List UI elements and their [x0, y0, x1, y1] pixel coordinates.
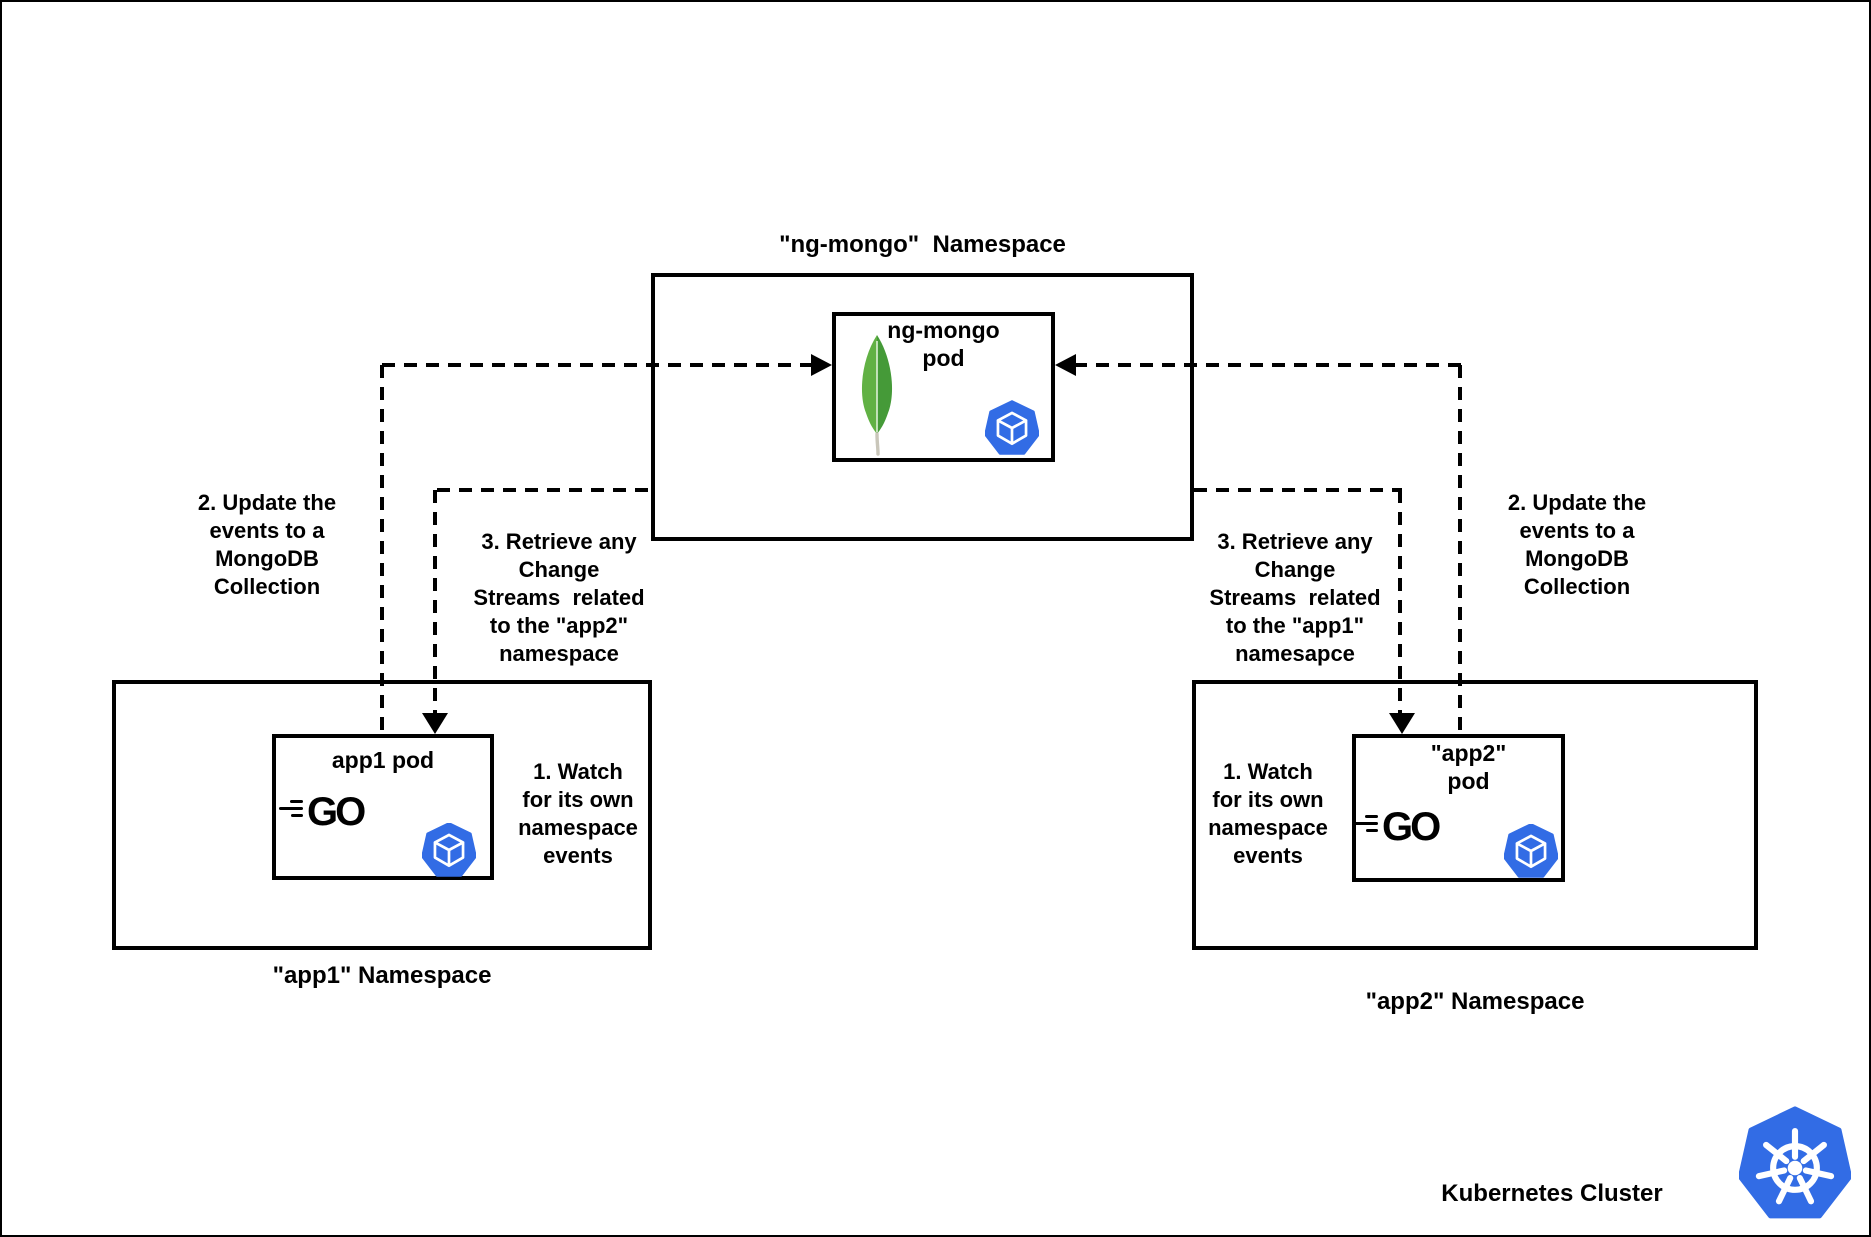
kubernetes-pod-icon [985, 400, 1039, 455]
left-update-connector-horizontal [382, 363, 812, 367]
go-logo-icon-app1: GO [279, 790, 366, 835]
app1-pod-label: app1 pod [272, 746, 494, 774]
right-update-connector-horizontal [1074, 363, 1462, 367]
go-logo-icon-app2: GO [1354, 805, 1441, 850]
kubernetes-logo-icon [1739, 1106, 1851, 1219]
app2-pod-label-line1: "app2" [1430, 740, 1507, 766]
annotation-left-update: 2. Update the events to a MongoDB Collec… [197, 490, 337, 599]
app1-pod-label-line: app1 pod [331, 747, 435, 773]
annotation-right-retrieve: 3. Retrieve any Change Streams related t… [1209, 529, 1381, 666]
ng-mongo-namespace-box [651, 273, 1194, 541]
right-update-connector-vertical [1458, 365, 1462, 734]
kubernetes-pod-icon-app1 [422, 823, 476, 877]
app2-namespace-box [1192, 680, 1758, 950]
kubernetes-pod-icon-app2 [1504, 824, 1558, 878]
arrowhead-into-app2-pod [1389, 713, 1415, 734]
go-logo-text: GO [1382, 805, 1441, 849]
left-retrieve-connector-vertical [433, 490, 437, 714]
app2-namespace-label: "app2" Namespace [1365, 988, 1585, 1015]
left-retrieve-connector-horizontal [437, 488, 651, 492]
app1-namespace-label: "app1" Namespace [272, 962, 492, 989]
arrowhead-into-ng-mongo-pod-left [811, 354, 832, 376]
right-retrieve-connector-vertical [1398, 490, 1402, 714]
ng-mongo-pod-label: ng-mongo pod [832, 316, 1055, 372]
annotation-left-watch: 1. Watch for its own namespace events [518, 759, 638, 868]
app2-pod-label: "app2" pod [1362, 739, 1575, 795]
kubernetes-cluster-label: Kubernetes Cluster [1441, 1180, 1663, 1207]
arrowhead-into-ng-mongo-pod-right [1055, 354, 1076, 376]
arrowhead-into-app1-pod [422, 713, 448, 734]
left-update-connector-vertical [380, 365, 384, 734]
mongodb-leaf-icon [861, 335, 893, 456]
annotation-right-watch: 1. Watch for its own namespace events [1208, 759, 1328, 868]
right-retrieve-connector-horizontal [1194, 488, 1402, 492]
app1-namespace-box [112, 680, 652, 950]
annotation-left-retrieve: 3. Retrieve any Change Streams related t… [473, 529, 645, 666]
ng-mongo-namespace-title: "ng-mongo" Namespace [779, 231, 1066, 258]
annotation-right-update: 2. Update the events to a MongoDB Collec… [1507, 490, 1647, 599]
app2-pod-box [1352, 734, 1565, 882]
go-speed-lines [279, 800, 303, 817]
go-speed-lines [1354, 815, 1378, 832]
app2-pod-label-line2: pod [1447, 768, 1490, 794]
ng-mongo-pod-label-line2: pod [922, 345, 965, 371]
ng-mongo-pod-label-line1: ng-mongo [887, 317, 1000, 343]
go-logo-text: GO [307, 790, 366, 834]
